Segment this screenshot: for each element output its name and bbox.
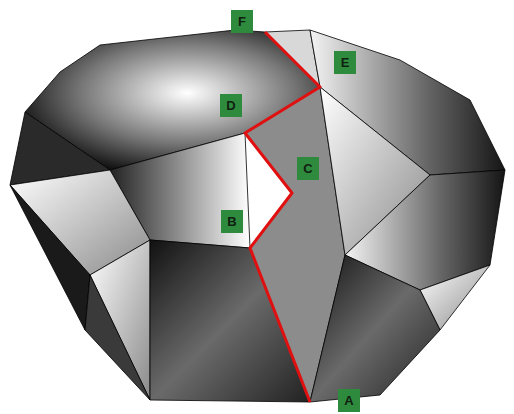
vertex-label-box: F: [231, 10, 253, 33]
vertex-letter: C: [303, 162, 312, 175]
vertex-letter: B: [227, 215, 236, 228]
vertex-letter: D: [226, 99, 235, 112]
vertex-label-box: E: [334, 51, 356, 74]
vertex-label-box: C: [297, 157, 319, 180]
vertex-label-box: D: [220, 94, 242, 117]
red-path: [245, 32, 320, 402]
vertex-label-box: B: [221, 210, 243, 233]
vertex-letter: E: [341, 56, 350, 69]
vertex-letter: A: [344, 394, 353, 407]
vertex-label-box: A: [338, 389, 360, 412]
vertex-letter: F: [238, 15, 246, 28]
